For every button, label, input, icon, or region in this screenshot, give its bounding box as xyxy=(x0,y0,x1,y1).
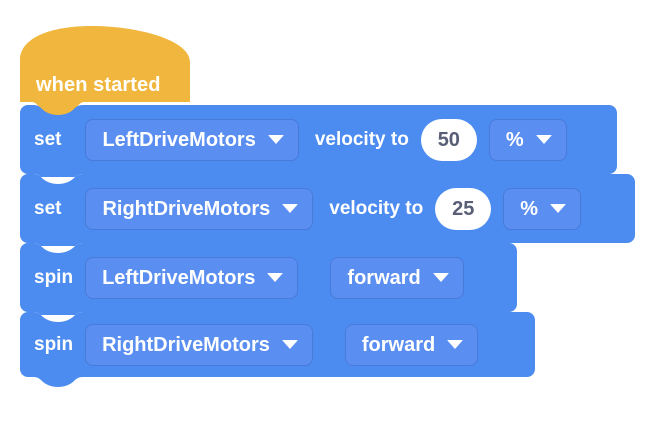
set-left-motor-value: LeftDriveMotors xyxy=(102,128,256,151)
chevron-down-icon xyxy=(550,204,567,213)
spin-right-direction-dropdown[interactable]: forward xyxy=(344,323,479,366)
set-left-motor-dropdown[interactable]: LeftDriveMotors xyxy=(85,118,299,161)
block-set-left-velocity[interactable]: set LeftDriveMotors velocity to 50 % xyxy=(20,105,620,177)
set-right-velocity-input[interactable]: 25 xyxy=(435,187,492,230)
chevron-down-icon xyxy=(267,273,284,282)
spin-left-motor-value: LeftDriveMotors xyxy=(102,266,256,289)
set-right-velocity-value: 25 xyxy=(452,197,475,220)
set-left-velocity-label: velocity to xyxy=(314,129,409,150)
spin-right-motor-dropdown[interactable]: RightDriveMotors xyxy=(85,323,313,366)
set-left-opcode-label: set xyxy=(34,129,62,150)
spin-left-direction-dropdown[interactable]: forward xyxy=(330,256,464,299)
chevron-down-icon xyxy=(432,273,449,282)
set-left-velocity-value: 50 xyxy=(437,128,460,151)
spin-left-opcode-label: spin xyxy=(34,267,74,288)
set-right-motor-dropdown[interactable]: RightDriveMotors xyxy=(85,187,314,230)
spin-left-motor-dropdown[interactable]: LeftDriveMotors xyxy=(85,256,299,299)
spin-right-motor-value: RightDriveMotors xyxy=(102,333,270,356)
when-started-label: when started xyxy=(36,74,161,96)
chevron-down-icon xyxy=(282,204,299,213)
chevron-down-icon xyxy=(447,340,464,349)
spin-left-direction-value: forward xyxy=(347,266,421,289)
chevron-down-icon xyxy=(535,135,552,144)
set-left-units-dropdown[interactable]: % xyxy=(488,118,567,161)
block-when-started[interactable]: when started xyxy=(20,24,192,116)
block-spin-right[interactable]: spin RightDriveMotors forward xyxy=(20,312,540,394)
block-spin-left[interactable]: spin LeftDriveMotors forward xyxy=(20,243,520,315)
spin-right-direction-value: forward xyxy=(361,333,436,356)
spin-right-opcode-label: spin xyxy=(34,334,74,355)
set-right-units-value: % xyxy=(520,197,539,220)
set-left-units-value: % xyxy=(505,128,524,151)
chevron-down-icon xyxy=(267,135,284,144)
set-right-velocity-label: velocity to xyxy=(329,198,424,219)
set-left-velocity-input[interactable]: 50 xyxy=(420,118,477,161)
chevron-down-icon xyxy=(281,340,298,349)
set-right-motor-value: RightDriveMotors xyxy=(102,197,271,220)
set-right-opcode-label: set xyxy=(34,198,62,219)
block-set-right-velocity[interactable]: set RightDriveMotors velocity to 25 % xyxy=(20,174,640,246)
set-right-units-dropdown[interactable]: % xyxy=(503,187,582,230)
